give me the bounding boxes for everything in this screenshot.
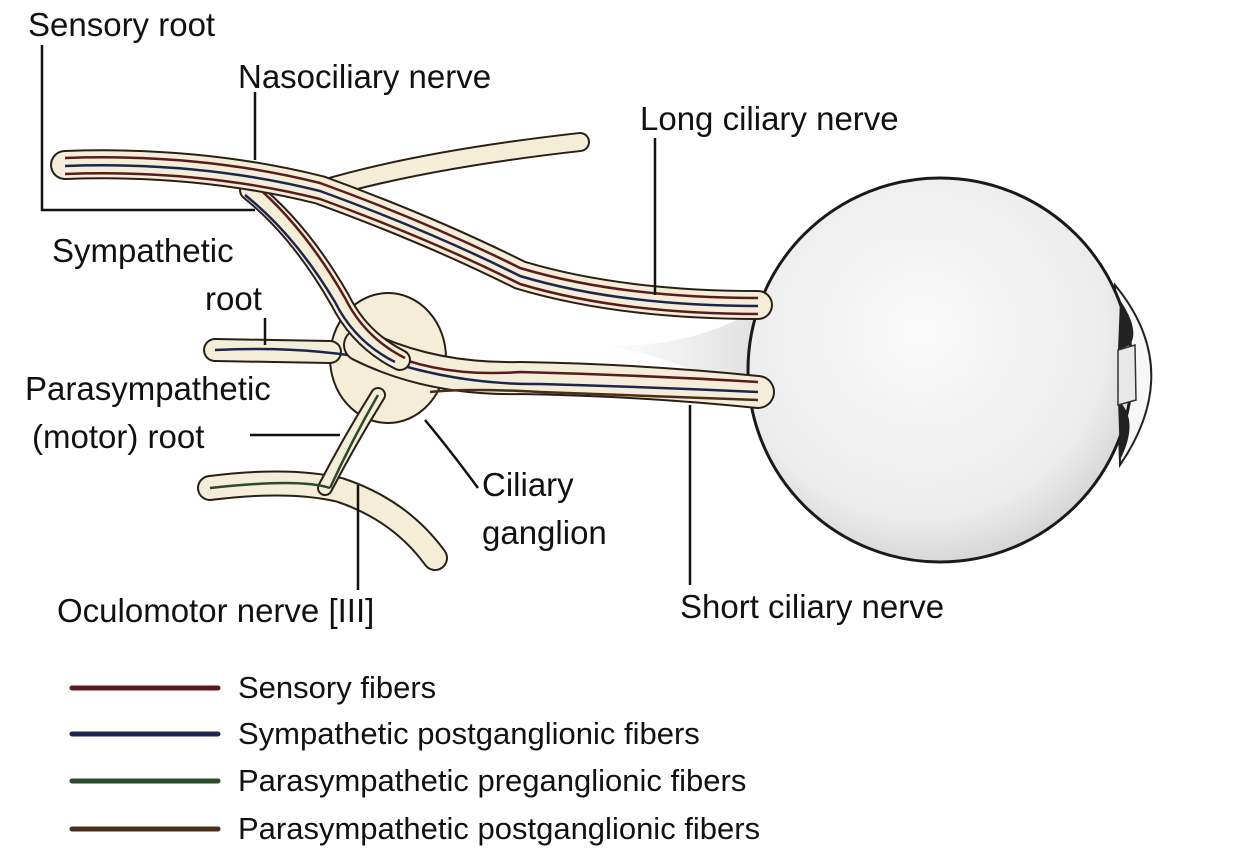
fiber bbox=[64, 172, 759, 316]
legend-parasympathetic-preganglionic: Parasympathetic preganglionic fibers bbox=[238, 763, 747, 798]
nerves bbox=[50, 132, 775, 571]
fiber bbox=[399, 363, 759, 394]
legend-sensory-fibers: Sensory fibers bbox=[238, 670, 437, 705]
label-ciliary-ganglion-line2: ganglion bbox=[482, 514, 607, 551]
fiber bbox=[429, 388, 759, 402]
leader-ciliary-ganglion bbox=[424, 419, 480, 489]
label-long-ciliary-nerve: Long ciliary nerve bbox=[640, 100, 899, 137]
label-parasympathetic-root-line1: Parasympathetic bbox=[25, 370, 271, 407]
label-oculomotor-nerve: Oculomotor nerve [III] bbox=[57, 592, 375, 629]
eyeball-sphere bbox=[746, 176, 1134, 564]
sympathetic-root-branch bbox=[239, 179, 411, 371]
legend-sympathetic-postganglionic: Sympathetic postganglionic fibers bbox=[238, 716, 700, 751]
fiber bbox=[244, 194, 396, 364]
iris bbox=[1118, 300, 1134, 460]
fiber bbox=[379, 348, 759, 384]
nasociliary-branch bbox=[310, 132, 590, 200]
label-parasympathetic-root-line2: (motor) root bbox=[32, 418, 205, 455]
fiber bbox=[64, 156, 759, 300]
short-ciliary-nerve bbox=[343, 328, 775, 409]
lens bbox=[1117, 344, 1137, 406]
fiber bbox=[254, 184, 406, 360]
label-ciliary-ganglion-line1: Ciliary bbox=[482, 466, 574, 503]
fiber bbox=[209, 481, 331, 490]
label-sympathetic-root-line2: root bbox=[205, 280, 262, 317]
label-short-ciliary-nerve: Short ciliary nerve bbox=[680, 588, 945, 625]
label-sensory-root: Sensory root bbox=[28, 6, 216, 43]
legend-parasympathetic-postganglionic: Parasympathetic postganglionic fibers bbox=[238, 811, 761, 846]
leader-sensory-root bbox=[40, 45, 255, 212]
fiber bbox=[328, 394, 380, 489]
fiber bbox=[64, 164, 759, 308]
label-sympathetic-root-line1: Sympathetic bbox=[52, 232, 234, 269]
parasympathetic-root bbox=[209, 387, 386, 496]
long-ciliary-nerve bbox=[50, 149, 773, 320]
leader-lines bbox=[40, 45, 692, 590]
label-nasociliary-nerve: Nasociliary nerve bbox=[238, 58, 492, 95]
legend-swatches bbox=[69, 685, 221, 832]
